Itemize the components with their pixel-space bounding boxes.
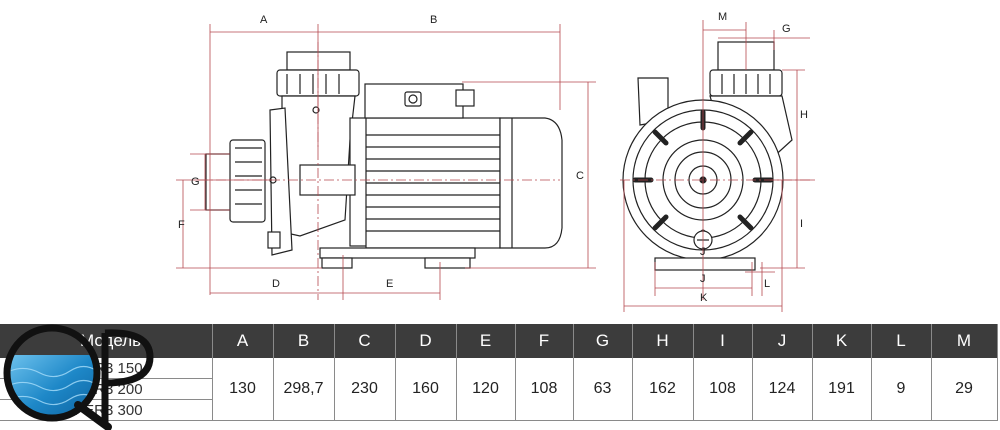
header-m: M	[931, 324, 998, 358]
value-l: 9	[871, 358, 932, 421]
label-j2: J	[700, 273, 706, 285]
label-j: J	[700, 246, 706, 258]
header-g: G	[573, 324, 633, 358]
pump-side-view	[205, 51, 563, 269]
label-b: B	[430, 14, 437, 26]
pump-technical-drawing: A B C D E F G	[176, 11, 815, 312]
header-k: K	[812, 324, 872, 358]
label-a: A	[260, 14, 268, 26]
header-j: J	[752, 324, 813, 358]
label-g: G	[191, 176, 200, 188]
qp-logo: QP	[0, 313, 154, 430]
header-i: I	[693, 324, 753, 358]
front-view-dimensions	[620, 20, 815, 312]
value-h: 162	[632, 358, 694, 421]
label-i: I	[800, 218, 803, 230]
value-d: 160	[395, 358, 457, 421]
header-b: B	[273, 324, 335, 358]
table-row: VIPER3 150 130 298,7 230 160 120 108 63 …	[0, 358, 998, 421]
label-h: H	[800, 109, 808, 121]
pump-front-view	[622, 41, 793, 271]
logo-text: QP	[0, 313, 2, 314]
label-f: F	[178, 219, 185, 231]
label-d: D	[272, 278, 280, 290]
header-h: H	[632, 324, 694, 358]
value-b: 298,7	[273, 358, 335, 421]
value-i: 108	[693, 358, 753, 421]
label-m: M	[718, 11, 727, 23]
value-m: 29	[931, 358, 998, 421]
side-view-dimensions	[176, 24, 596, 300]
header-e: E	[456, 324, 516, 358]
value-a: 130	[212, 358, 274, 421]
value-g: 63	[573, 358, 633, 421]
value-j: 124	[752, 358, 813, 421]
value-e: 120	[456, 358, 516, 421]
label-l: L	[764, 278, 770, 290]
value-c: 230	[334, 358, 396, 421]
header-f: F	[515, 324, 574, 358]
header-l: L	[871, 324, 932, 358]
front-view-labels: M G H I J J L K	[700, 11, 808, 304]
label-g2: G	[782, 23, 791, 35]
label-c: C	[576, 170, 584, 182]
header-a: A	[212, 324, 274, 358]
header-d: D	[395, 324, 457, 358]
value-k: 191	[812, 358, 872, 421]
header-c: C	[334, 324, 396, 358]
value-f: 108	[515, 358, 574, 421]
label-k: K	[700, 292, 708, 304]
label-e: E	[386, 278, 393, 290]
side-view-labels: A B C D E F G	[178, 14, 584, 290]
